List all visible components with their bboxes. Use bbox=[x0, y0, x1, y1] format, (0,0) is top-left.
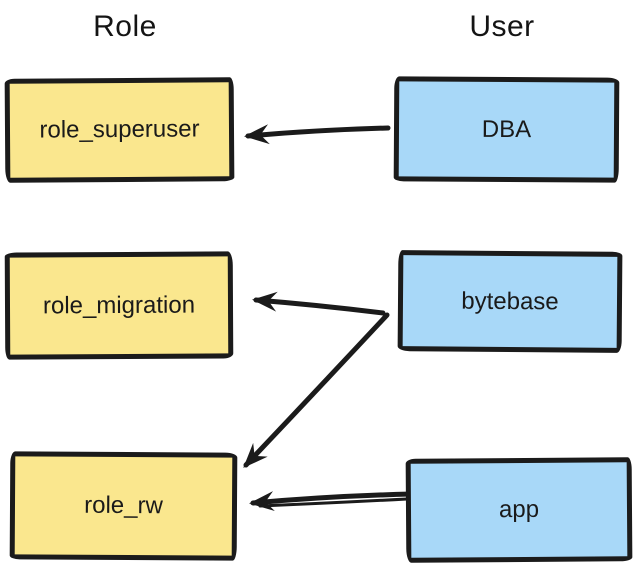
user-column-title: User bbox=[469, 10, 535, 43]
role-node-migration: role_migration bbox=[4, 251, 234, 360]
role-node-rw-label: role_rw bbox=[84, 491, 163, 520]
user-node-bytebase-label: bytebase bbox=[461, 287, 559, 315]
user-node-dba: DBA bbox=[393, 76, 620, 183]
arrow-app-to-role_rw bbox=[249, 491, 415, 512]
arrow-app-to-role_rw-echo-stroke bbox=[258, 497, 409, 508]
user-node-app-label: app bbox=[498, 495, 540, 524]
user-node-dba-label: DBA bbox=[481, 115, 532, 143]
role-node-superuser-label: role_superuser bbox=[39, 115, 200, 144]
role-node-migration-label: role_migration bbox=[42, 291, 196, 319]
role-column-title: Role bbox=[93, 10, 157, 43]
arrow-bytebase-to-role_migration bbox=[252, 291, 386, 316]
user-node-bytebase: bytebase bbox=[397, 250, 623, 353]
arrow-bytebase-to-role_rw bbox=[243, 312, 390, 468]
role-node-rw: role_rw bbox=[9, 451, 238, 561]
arrow-dba-to-role_superuser bbox=[244, 124, 391, 145]
role-node-superuser: role_superuser bbox=[4, 77, 235, 183]
user-node-app: app bbox=[405, 457, 633, 563]
